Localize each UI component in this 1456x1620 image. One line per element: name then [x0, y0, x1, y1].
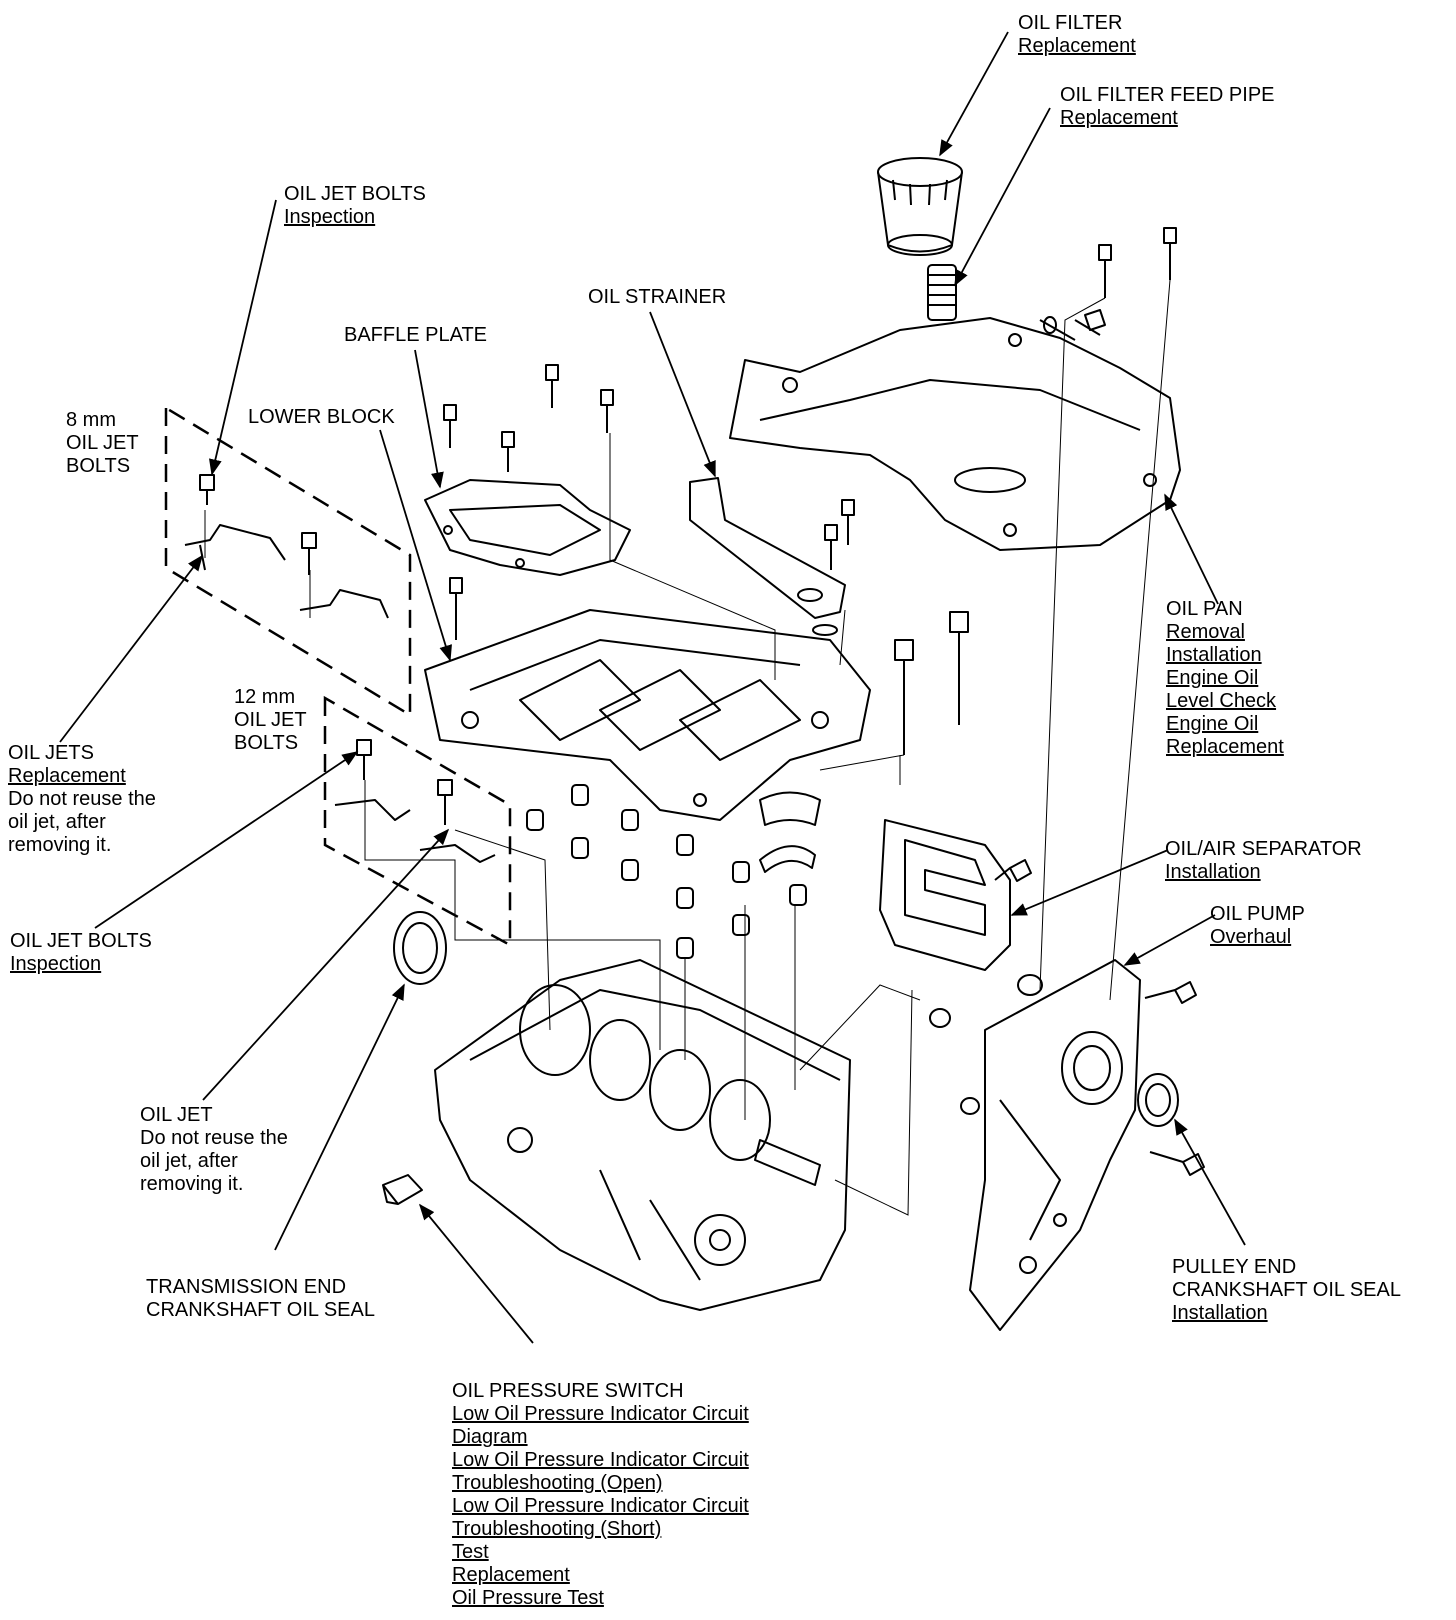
- oil-pump-part: [969, 959, 1141, 1331]
- o-ring-part: [929, 1008, 951, 1028]
- oil-filter-label: OIL FILTER Replacement: [1018, 12, 1136, 58]
- lower-block-title: LOWER BLOCK: [248, 406, 395, 428]
- oil-filter-feed-pipe-part: [927, 264, 957, 321]
- oil-jet-label: OIL JET Do not reuse the oil jet, after …: [140, 1104, 288, 1196]
- transmission-end-seal-label: TRANSMISSION END CRANKSHAFT OIL SEAL: [146, 1276, 375, 1322]
- pulley-end-seal-line: CRANKSHAFT OIL SEAL: [1172, 1279, 1401, 1301]
- oil-filter-title: OIL FILTER: [1018, 12, 1123, 34]
- oil-jet-bolts-top-title: OIL JET BOLTS: [284, 183, 426, 205]
- oil-pressure-switch-link[interactable]: Low Oil Pressure Indicator Circuit: [452, 1403, 749, 1425]
- oil-pan-oil-replacement-link[interactable]: Engine Oil: [1166, 713, 1259, 735]
- engine-block-part: [434, 959, 851, 1311]
- oil-air-separator-label: OIL/AIR SEPARATOR Installation: [1165, 838, 1362, 884]
- oil-jet-bolts-8mm-line: 8 mm: [66, 409, 116, 431]
- oil-pressure-switch-link[interactable]: Low Oil Pressure Indicator Circuit: [452, 1495, 749, 1517]
- transmission-end-seal-line: CRANKSHAFT OIL SEAL: [146, 1299, 375, 1321]
- oil-jet-bolts-8mm-line: BOLTS: [66, 455, 131, 477]
- oil-filter-part: [877, 157, 963, 256]
- oil-jet-bolts-8mm-line: OIL JET: [66, 432, 139, 454]
- oil-jets-label: OIL JETS Replacement Do not reuse the oi…: [8, 742, 156, 857]
- lower-block-label: LOWER BLOCK: [248, 406, 395, 429]
- oil-jet-bolts-left-title: OIL JET BOLTS: [10, 930, 152, 952]
- baffle-plate-part: [424, 479, 631, 576]
- dowel-parts: [526, 784, 816, 959]
- oil-air-separator-title: OIL/AIR SEPARATOR: [1165, 838, 1362, 860]
- oil-jet-bolts-12mm-line: 12 mm: [234, 686, 296, 708]
- oil-pan-level-check-link[interactable]: Engine Oil: [1166, 667, 1259, 689]
- oil-pan-label: OIL PAN Removal Installation Engine Oil …: [1166, 598, 1284, 759]
- oil-pan-level-check-link[interactable]: Level Check: [1166, 690, 1277, 712]
- oil-jet-bolts-12mm-line: BOLTS: [234, 732, 299, 754]
- oil-jet-bolts-12mm-label: 12 mm OIL JET BOLTS: [234, 686, 307, 755]
- oil-pressure-switch-link[interactable]: Diagram: [452, 1426, 528, 1448]
- oil-pressure-switch-link[interactable]: Replacement: [452, 1564, 570, 1586]
- oil-jet-bolts-left-inspection-link[interactable]: Inspection: [10, 953, 102, 975]
- baffle-plate-title: BAFFLE PLATE: [344, 324, 488, 346]
- oil-jet-bolts-12mm-line: OIL JET: [234, 709, 307, 731]
- oil-pressure-switch-label: OIL PRESSURE SWITCH Low Oil Pressure Ind…: [452, 1380, 749, 1610]
- oil-pan-oil-replacement-link[interactable]: Replacement: [1166, 736, 1284, 758]
- oil-jet-note: oil jet, after: [140, 1150, 238, 1172]
- pulley-seal-part: [1137, 1073, 1179, 1127]
- lower-block-part: [424, 609, 871, 826]
- o-ring-part: [1017, 974, 1043, 996]
- oil-pressure-switch-link[interactable]: Low Oil Pressure Indicator Circuit: [452, 1449, 749, 1471]
- oil-jets-note: removing it.: [8, 834, 112, 856]
- oil-pressure-switch-link[interactable]: Oil Pressure Test: [452, 1587, 604, 1609]
- oil-jets-note: oil jet, after: [8, 811, 106, 833]
- washer-part: [1043, 316, 1057, 334]
- bolt-parts: [199, 227, 1205, 1176]
- oil-pan-part: [729, 317, 1181, 551]
- oil-strainer-title: OIL STRAINER: [588, 286, 727, 308]
- oil-jet-parts: [184, 524, 496, 863]
- oil-pressure-switch-link[interactable]: Test: [452, 1541, 489, 1563]
- oil-jet-bolts-top-label: OIL JET BOLTS Inspection: [284, 183, 426, 229]
- oil-jets-replacement-link[interactable]: Replacement: [8, 765, 126, 787]
- transmission-end-seal-line: TRANSMISSION END: [146, 1276, 347, 1298]
- oil-pressure-switch-title: OIL PRESSURE SWITCH: [452, 1380, 684, 1402]
- oil-air-separator-installation-link[interactable]: Installation: [1165, 861, 1261, 883]
- oil-filter-feed-pipe-label: OIL FILTER FEED PIPE Replacement: [1060, 84, 1275, 130]
- oil-strainer-part: [689, 477, 846, 636]
- oil-pump-label: OIL PUMP Overhaul: [1210, 903, 1305, 949]
- oil-air-separator-part: [879, 819, 1011, 971]
- oil-pressure-switch-link[interactable]: Troubleshooting (Open): [452, 1472, 663, 1494]
- oil-pan-removal-link[interactable]: Removal: [1166, 621, 1245, 643]
- oil-pressure-switch-part: [382, 1174, 423, 1205]
- oil-jet-bolts-top-inspection-link[interactable]: Inspection: [284, 206, 376, 228]
- oil-filter-replacement-link[interactable]: Replacement: [1018, 35, 1136, 57]
- oil-pan-installation-link[interactable]: Installation: [1166, 644, 1262, 666]
- oil-jet-bolts-8mm-label: 8 mm OIL JET BOLTS: [66, 409, 139, 478]
- pulley-end-seal-line: PULLEY END: [1172, 1256, 1297, 1278]
- oil-pan-title: OIL PAN: [1166, 598, 1243, 620]
- oil-jet-title: OIL JET: [140, 1104, 213, 1126]
- pulley-end-seal-installation-link[interactable]: Installation: [1172, 1302, 1268, 1324]
- oil-jets-note: Do not reuse the: [8, 788, 156, 810]
- oil-pressure-switch-link[interactable]: Troubleshooting (Short): [452, 1518, 662, 1540]
- pulley-end-seal-label: PULLEY END CRANKSHAFT OIL SEAL Installat…: [1172, 1256, 1401, 1325]
- baffle-plate-label: BAFFLE PLATE: [344, 324, 487, 347]
- oil-jets-title: OIL JETS: [8, 742, 94, 764]
- oil-jet-bolts-left-label: OIL JET BOLTS Inspection: [10, 930, 152, 976]
- transmission-seal-part: [393, 911, 447, 985]
- oil-jet-note: Do not reuse the: [140, 1127, 288, 1149]
- oil-filter-feed-pipe-title: OIL FILTER FEED PIPE: [1060, 84, 1275, 106]
- oil-jet-note: removing it.: [140, 1173, 244, 1195]
- oil-pump-overhaul-link[interactable]: Overhaul: [1210, 926, 1292, 948]
- oil-pump-title: OIL PUMP: [1210, 903, 1305, 925]
- oil-filter-feed-pipe-replacement-link[interactable]: Replacement: [1060, 107, 1178, 129]
- o-ring-part: [960, 1097, 980, 1115]
- oil-strainer-label: OIL STRAINER: [588, 286, 726, 309]
